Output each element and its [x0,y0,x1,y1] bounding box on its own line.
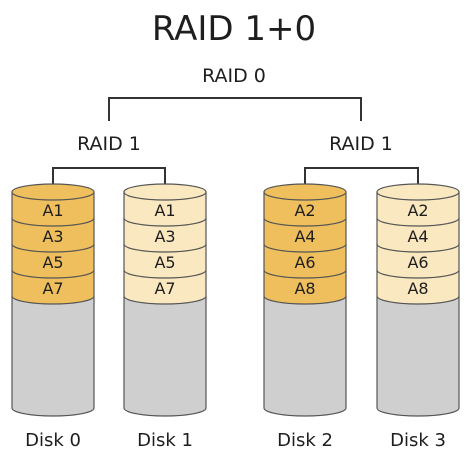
data-block-label: A8 [294,279,315,298]
data-block-label: A3 [154,227,175,246]
disk-label: Disk 3 [390,430,446,451]
data-block [11,217,95,253]
data-block-label: A7 [154,279,175,298]
data-block [263,269,347,305]
data-block-label: A8 [407,279,428,298]
disk-empty-space [11,295,95,417]
data-block [263,243,347,279]
data-block-label: A5 [42,253,63,272]
data-block [263,191,347,227]
disk-top-cap [376,183,460,201]
data-block-label: A5 [154,253,175,272]
disk-label: Disk 1 [137,430,193,451]
raid1-left-label: RAID 1 [77,133,141,155]
raid0-label: RAID 0 [202,65,266,87]
data-block [123,217,207,253]
data-block-label: A6 [294,253,315,272]
raid1-right-connector [304,167,419,184]
data-block [123,269,207,305]
raid1-right-label: RAID 1 [329,133,393,155]
data-block [376,191,460,227]
data-block-label: A2 [294,201,315,220]
data-block-label: A3 [42,227,63,246]
data-block-label: A4 [407,227,428,246]
disk-empty-space [263,295,347,417]
data-block [123,191,207,227]
raid0-connector [108,97,362,121]
data-block [123,243,207,279]
data-block-label: A4 [294,227,315,246]
data-block-label: A6 [407,253,428,272]
disk-top-cap [123,183,207,201]
data-block [11,191,95,227]
data-block-label: A1 [42,201,63,220]
disk-empty-space [123,295,207,417]
data-block [376,269,460,305]
disk-top-cap [263,183,347,201]
disk-empty-space [376,295,460,417]
data-block-label: A2 [407,201,428,220]
disk-label: Disk 0 [25,430,81,451]
data-block [11,243,95,279]
disk-top-cap [11,183,95,201]
data-block-label: A7 [42,279,63,298]
data-block [263,217,347,253]
data-block [11,269,95,305]
data-block-label: A1 [154,201,175,220]
data-block [376,243,460,279]
disk-label: Disk 2 [277,430,333,451]
diagram-title: RAID 1+0 [152,9,316,49]
data-block [376,217,460,253]
raid1-left-connector [52,167,166,184]
